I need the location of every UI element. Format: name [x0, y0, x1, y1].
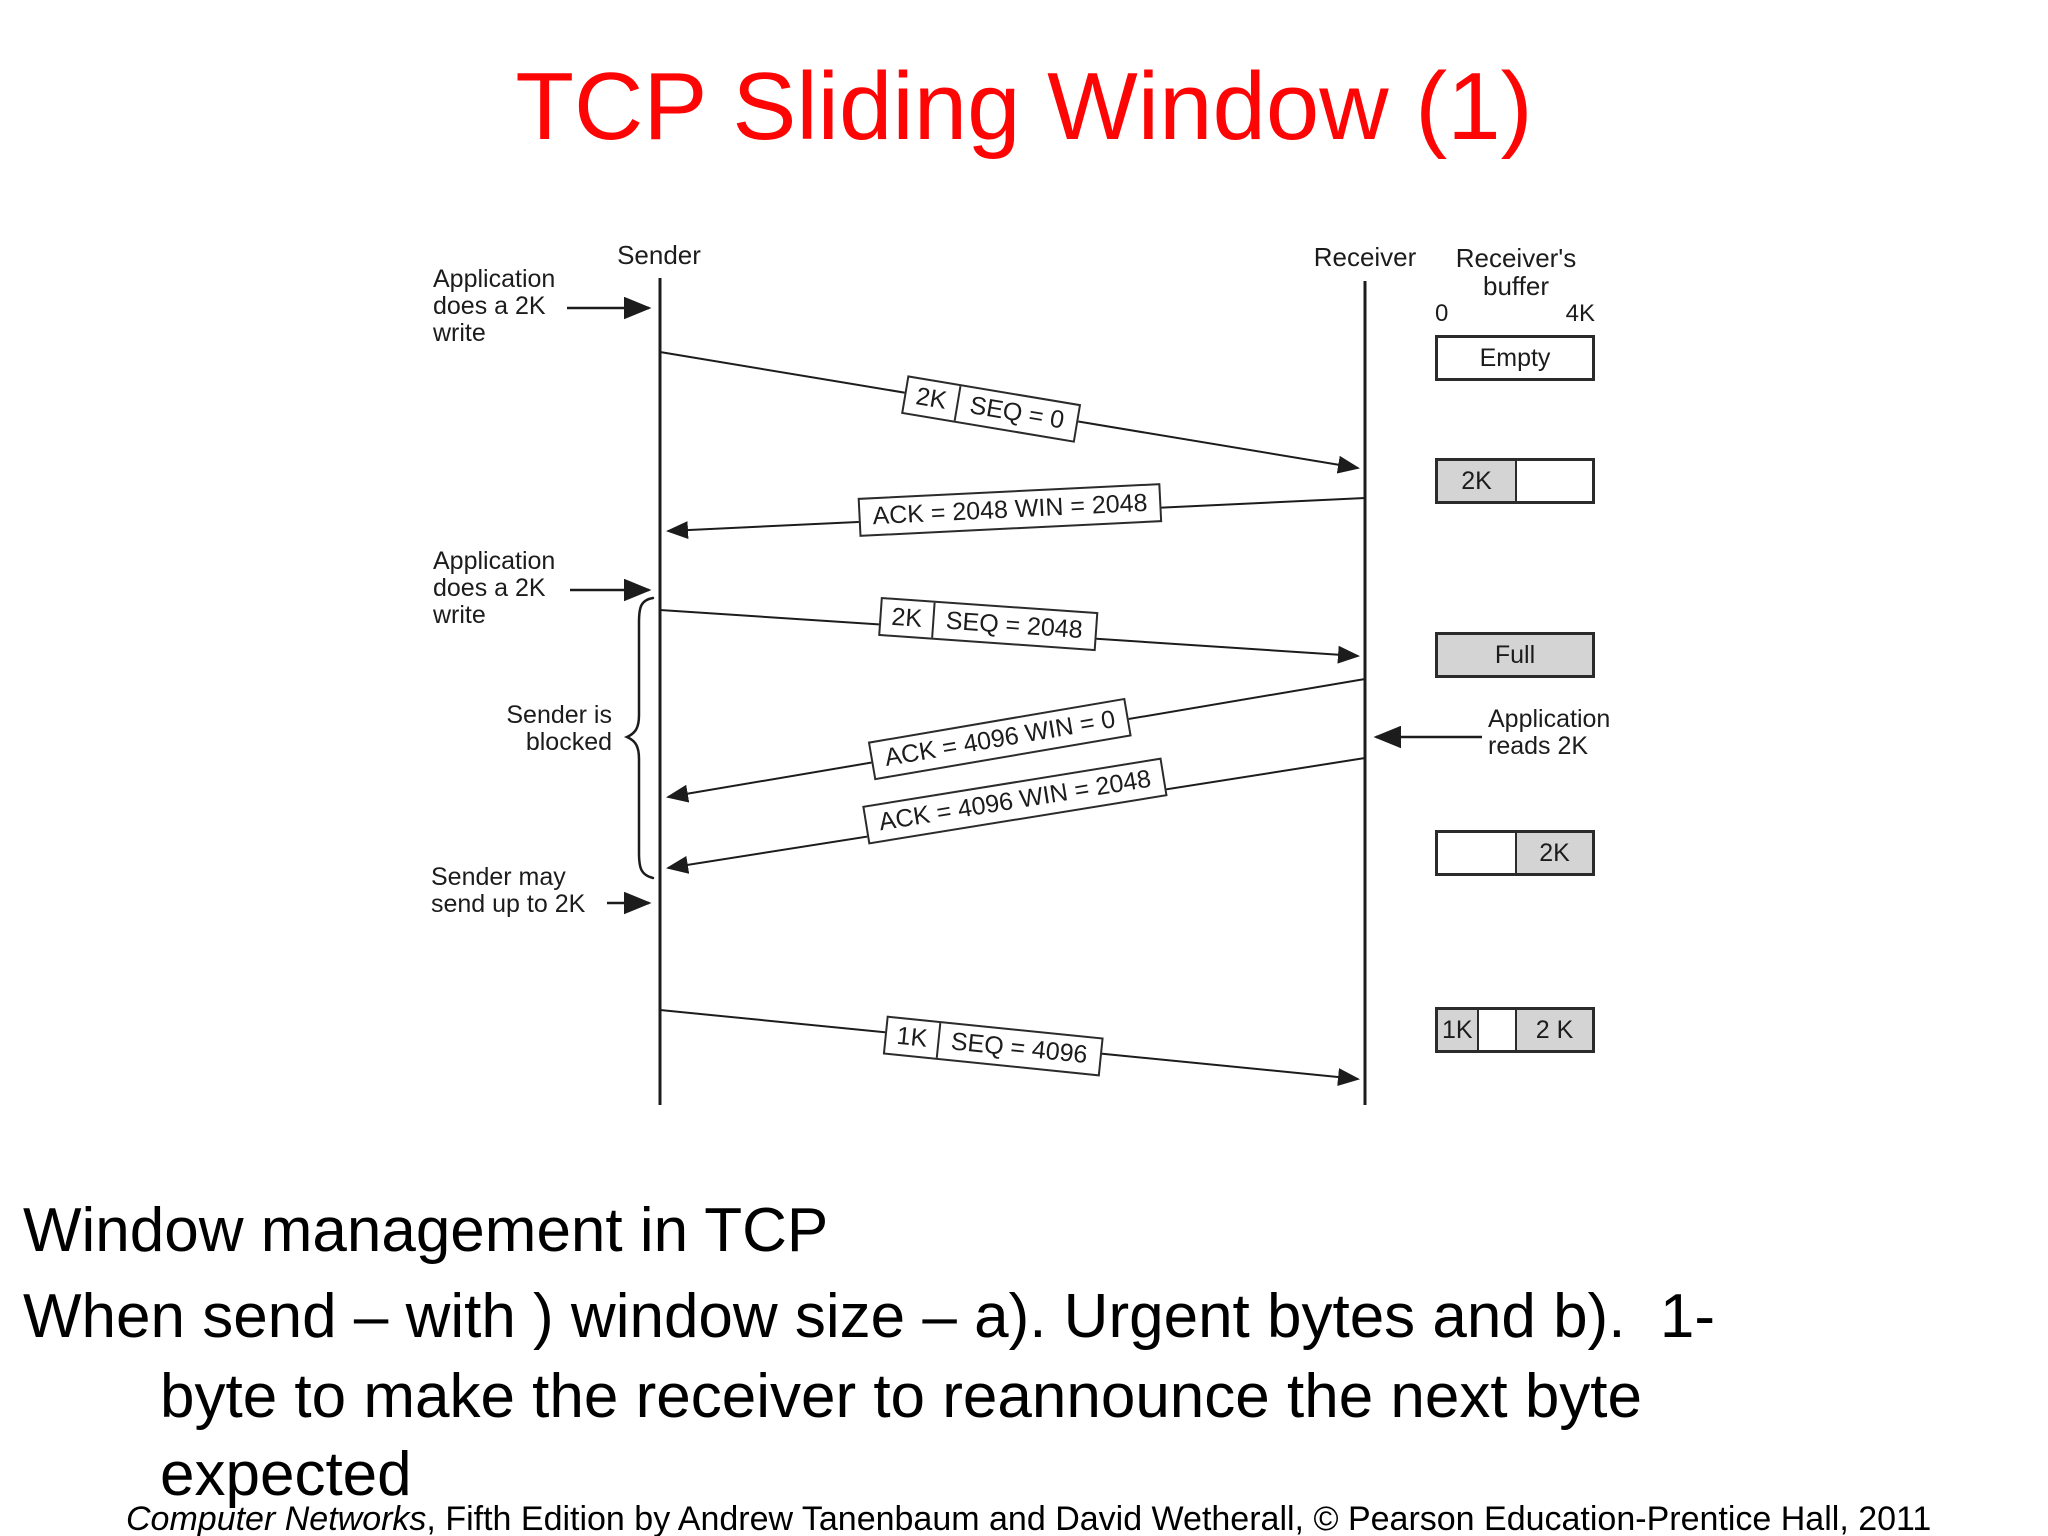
slide-title: TCP Sliding Window (1) — [515, 53, 1533, 160]
buffer-state-2k-right: 2K — [1435, 830, 1595, 876]
body-paragraph-line2: byte to make the receiver to reannounce … — [160, 1362, 1643, 1431]
footer-credit-rest: , Fifth Edition by Andrew Tanenbaum and … — [426, 1500, 1932, 1536]
buffer-state-1k-gap-2k: 1K 2 K — [1435, 1007, 1595, 1053]
buffer-state-full: Full — [1435, 632, 1595, 678]
buffer-state-empty: Empty — [1435, 335, 1595, 381]
message-size: 2K — [903, 377, 962, 421]
buffer-segment: 2K — [1438, 461, 1515, 501]
blocked-brace — [623, 596, 655, 880]
receiver-buffer-title: Receiver's buffer — [1455, 243, 1577, 301]
annotation-application-reads: Application reads 2K — [1488, 705, 1611, 760]
buffer-segment: 2 K — [1515, 1010, 1592, 1050]
buffer-segment — [1515, 461, 1592, 501]
buffer-segment: Empty — [1479, 343, 1551, 372]
buffer-state-2k-left: 2K — [1435, 458, 1595, 504]
buffer-segment: 1K — [1438, 1010, 1477, 1050]
buffer-scale: 0 4K — [1435, 300, 1595, 328]
receiver-label: Receiver — [1313, 242, 1417, 272]
annotation-write-1: Application does a 2K write — [433, 265, 556, 347]
footer-credit: Computer Networks, Fifth Edition by Andr… — [126, 1500, 1931, 1536]
buffer-segment: Full — [1438, 635, 1592, 675]
annotation-write-2: Application does a 2K write — [433, 547, 556, 629]
footer-book-title: Computer Networks — [126, 1500, 427, 1536]
buffer-scale-start: 0 — [1435, 300, 1449, 327]
buffer-scale-end: 4K — [1565, 300, 1595, 327]
buffer-segment — [1438, 833, 1515, 873]
annotation-sender-may-send: Sender may send up to 2K — [431, 863, 586, 918]
buffer-segment: 2K — [1515, 833, 1592, 873]
message-size: 2K — [880, 599, 936, 638]
annotation-sender-blocked: Sender is blocked — [506, 701, 612, 756]
body-paragraph-line1: When send – with ) window size – a). Urg… — [23, 1282, 1716, 1351]
body-paragraph-line3: expected — [160, 1440, 412, 1509]
buffer-segment — [1476, 1010, 1516, 1050]
message-size: 1K — [885, 1017, 941, 1058]
body-heading: Window management in TCP — [23, 1196, 829, 1265]
sender-label: Sender — [617, 240, 701, 270]
